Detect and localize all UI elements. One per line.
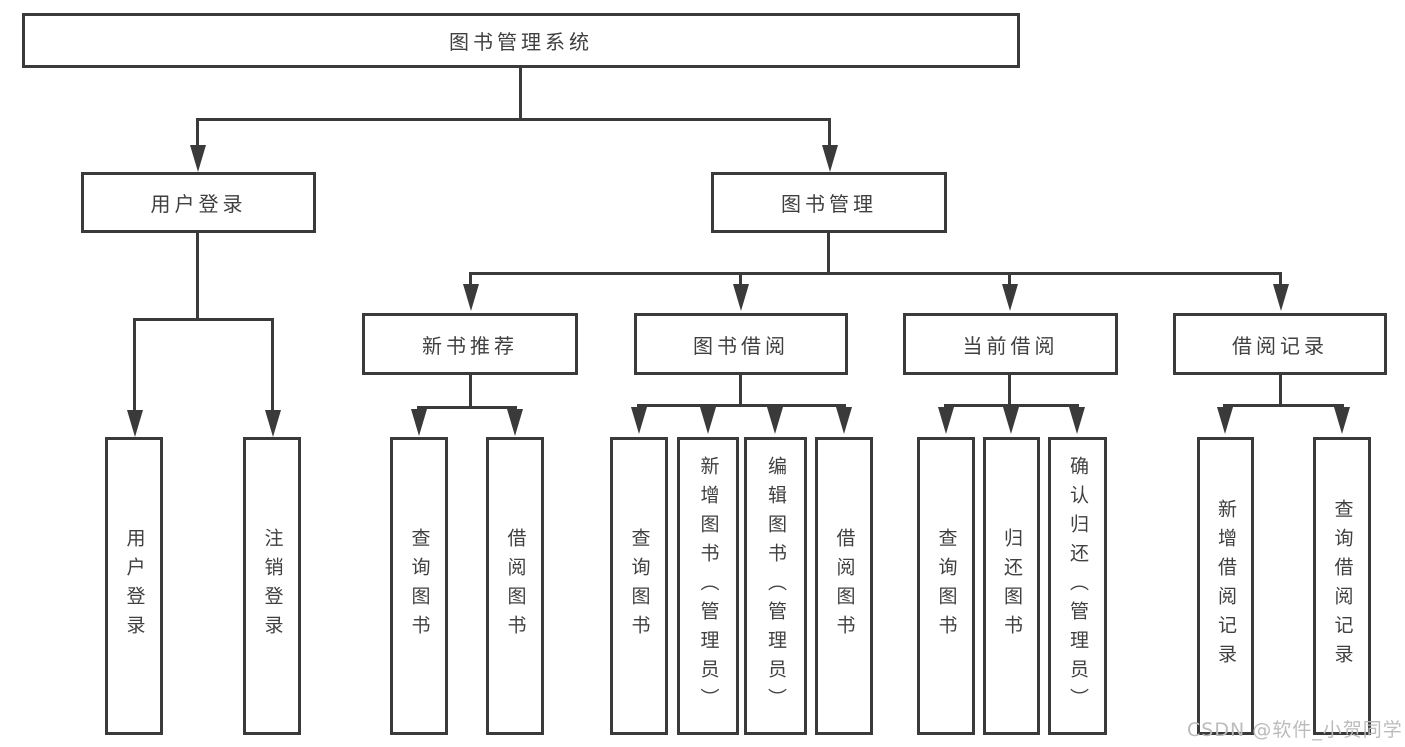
- node-new-book-recommend: 新书推荐: [362, 313, 578, 375]
- leaf-label: 借阅图书: [833, 528, 856, 644]
- leaf-label: 归还图书: [1001, 528, 1023, 644]
- connector-user-login-stem: [196, 233, 199, 321]
- connector-stub-login-leaf: [133, 320, 136, 410]
- arrowhead-query-books-d1: [938, 407, 954, 434]
- leaf-edit-books-admin: 编辑图书（管理员）: [744, 437, 807, 735]
- connector-stub-borrow-records: [1279, 275, 1282, 285]
- arrowhead-borrow-records: [1273, 284, 1289, 311]
- connector-book-mgmt-rail: [469, 272, 1282, 275]
- connector-stub-logout-leaf: [271, 320, 274, 410]
- connector-book-mgmt-stem: [827, 233, 830, 274]
- node-label: 图书借阅: [693, 333, 789, 358]
- leaf-label: 查询图书: [628, 528, 651, 644]
- node-borrowing-records: 借阅记录: [1173, 313, 1387, 375]
- node-label: 借阅记录: [1232, 333, 1328, 358]
- arrowhead-logout-leaf: [265, 410, 281, 437]
- leaf-confirm-return-admin: 确认归还（管理员）: [1048, 437, 1107, 735]
- connector-stub-book-mgmt: [828, 120, 831, 147]
- connector-borrow-records-rail: [1223, 404, 1344, 407]
- connector-current-borrow-stem: [1008, 375, 1011, 407]
- node-label: 图书管理: [781, 192, 877, 216]
- leaf-label: 查询借阅记录: [1331, 499, 1354, 673]
- connector-new-book-rec-stem: [469, 375, 472, 408]
- connector-stub-current-borrow: [1008, 275, 1011, 285]
- leaf-label: 注销登录: [261, 528, 284, 644]
- connector-stub-book-borrow: [739, 275, 742, 285]
- leaf-add-books-admin: 新增图书（管理员）: [677, 437, 739, 735]
- arrowhead-add-record-e1: [1217, 407, 1233, 434]
- leaf-return-books: 归还图书: [983, 437, 1040, 735]
- arrowhead-borrow-books-c4: [836, 407, 852, 434]
- node-user-login: 用户登录: [81, 172, 316, 233]
- arrowhead-book-borrow: [733, 284, 749, 311]
- arrowhead-add-books-c2: [700, 407, 716, 434]
- leaf-label: 确认归还（管理员）: [1067, 455, 1089, 717]
- arrowhead-confirm-return-d3: [1069, 407, 1085, 434]
- leaf-label: 编辑图书（管理员）: [765, 455, 787, 717]
- arrowhead-login-leaf: [127, 410, 143, 437]
- connector-root-stem: [519, 68, 522, 120]
- arrowhead-user-login: [190, 145, 206, 172]
- node-label: 用户登录: [150, 192, 247, 216]
- leaf-borrow-books-borrowing: 借阅图书: [815, 437, 873, 735]
- leaf-user-login: 用户登录: [105, 437, 163, 735]
- connector-stub-user-login: [196, 120, 199, 147]
- leaf-borrow-books-recommend: 借阅图书: [486, 437, 544, 735]
- node-current-borrowing: 当前借阅: [903, 313, 1118, 375]
- leaf-query-books-current: 查询图书: [917, 437, 975, 735]
- leaf-query-books-borrowing: 查询图书: [610, 437, 668, 735]
- leaf-logout: 注销登录: [243, 437, 301, 735]
- arrowhead-new-book-rec: [463, 284, 479, 311]
- arrowhead-query-books-c1: [631, 407, 647, 434]
- arrowhead-return-books-d2: [1003, 407, 1019, 434]
- connector-borrow-records-stem: [1279, 375, 1282, 407]
- node-label: 新书推荐: [422, 333, 518, 358]
- leaf-label: 用户登录: [123, 528, 146, 644]
- leaf-add-borrow-record: 新增借阅记录: [1197, 437, 1254, 735]
- leaf-label: 查询图书: [935, 528, 958, 644]
- leaf-query-borrow-record: 查询借阅记录: [1313, 437, 1371, 735]
- connector-book-borrow-stem: [739, 375, 742, 407]
- connector-user-login-rail: [133, 318, 274, 321]
- arrowhead-query-books-b1: [411, 409, 427, 436]
- arrowhead-query-record-e2: [1334, 407, 1350, 434]
- node-book-management: 图书管理: [711, 172, 947, 233]
- csdn-watermark: CSDN @软件_小贺同学: [1187, 719, 1403, 741]
- connector-book-borrow-rail: [637, 404, 846, 407]
- leaf-label: 借阅图书: [504, 528, 527, 644]
- arrowhead-book-mgmt: [822, 145, 838, 172]
- connector-root-rail: [196, 118, 831, 121]
- node-library-management-system: 图书管理系统: [22, 13, 1020, 68]
- arrowhead-borrow-books-b2: [507, 409, 523, 436]
- node-book-borrowing: 图书借阅: [634, 313, 848, 375]
- connector-new-book-rec-rail: [417, 406, 517, 409]
- arrowhead-edit-books-c3: [767, 407, 783, 434]
- leaf-query-books-recommend: 查询图书: [390, 437, 448, 735]
- leaf-label: 新增图书（管理员）: [697, 455, 720, 717]
- arrowhead-current-borrow: [1002, 284, 1018, 311]
- node-label: 图书管理系统: [449, 30, 593, 54]
- leaf-label: 新增借阅记录: [1215, 499, 1237, 673]
- connector-current-borrow-rail: [944, 404, 1079, 407]
- node-label: 当前借阅: [962, 333, 1059, 358]
- leaf-label: 查询图书: [408, 528, 431, 644]
- connector-stub-new-book-rec: [469, 275, 472, 285]
